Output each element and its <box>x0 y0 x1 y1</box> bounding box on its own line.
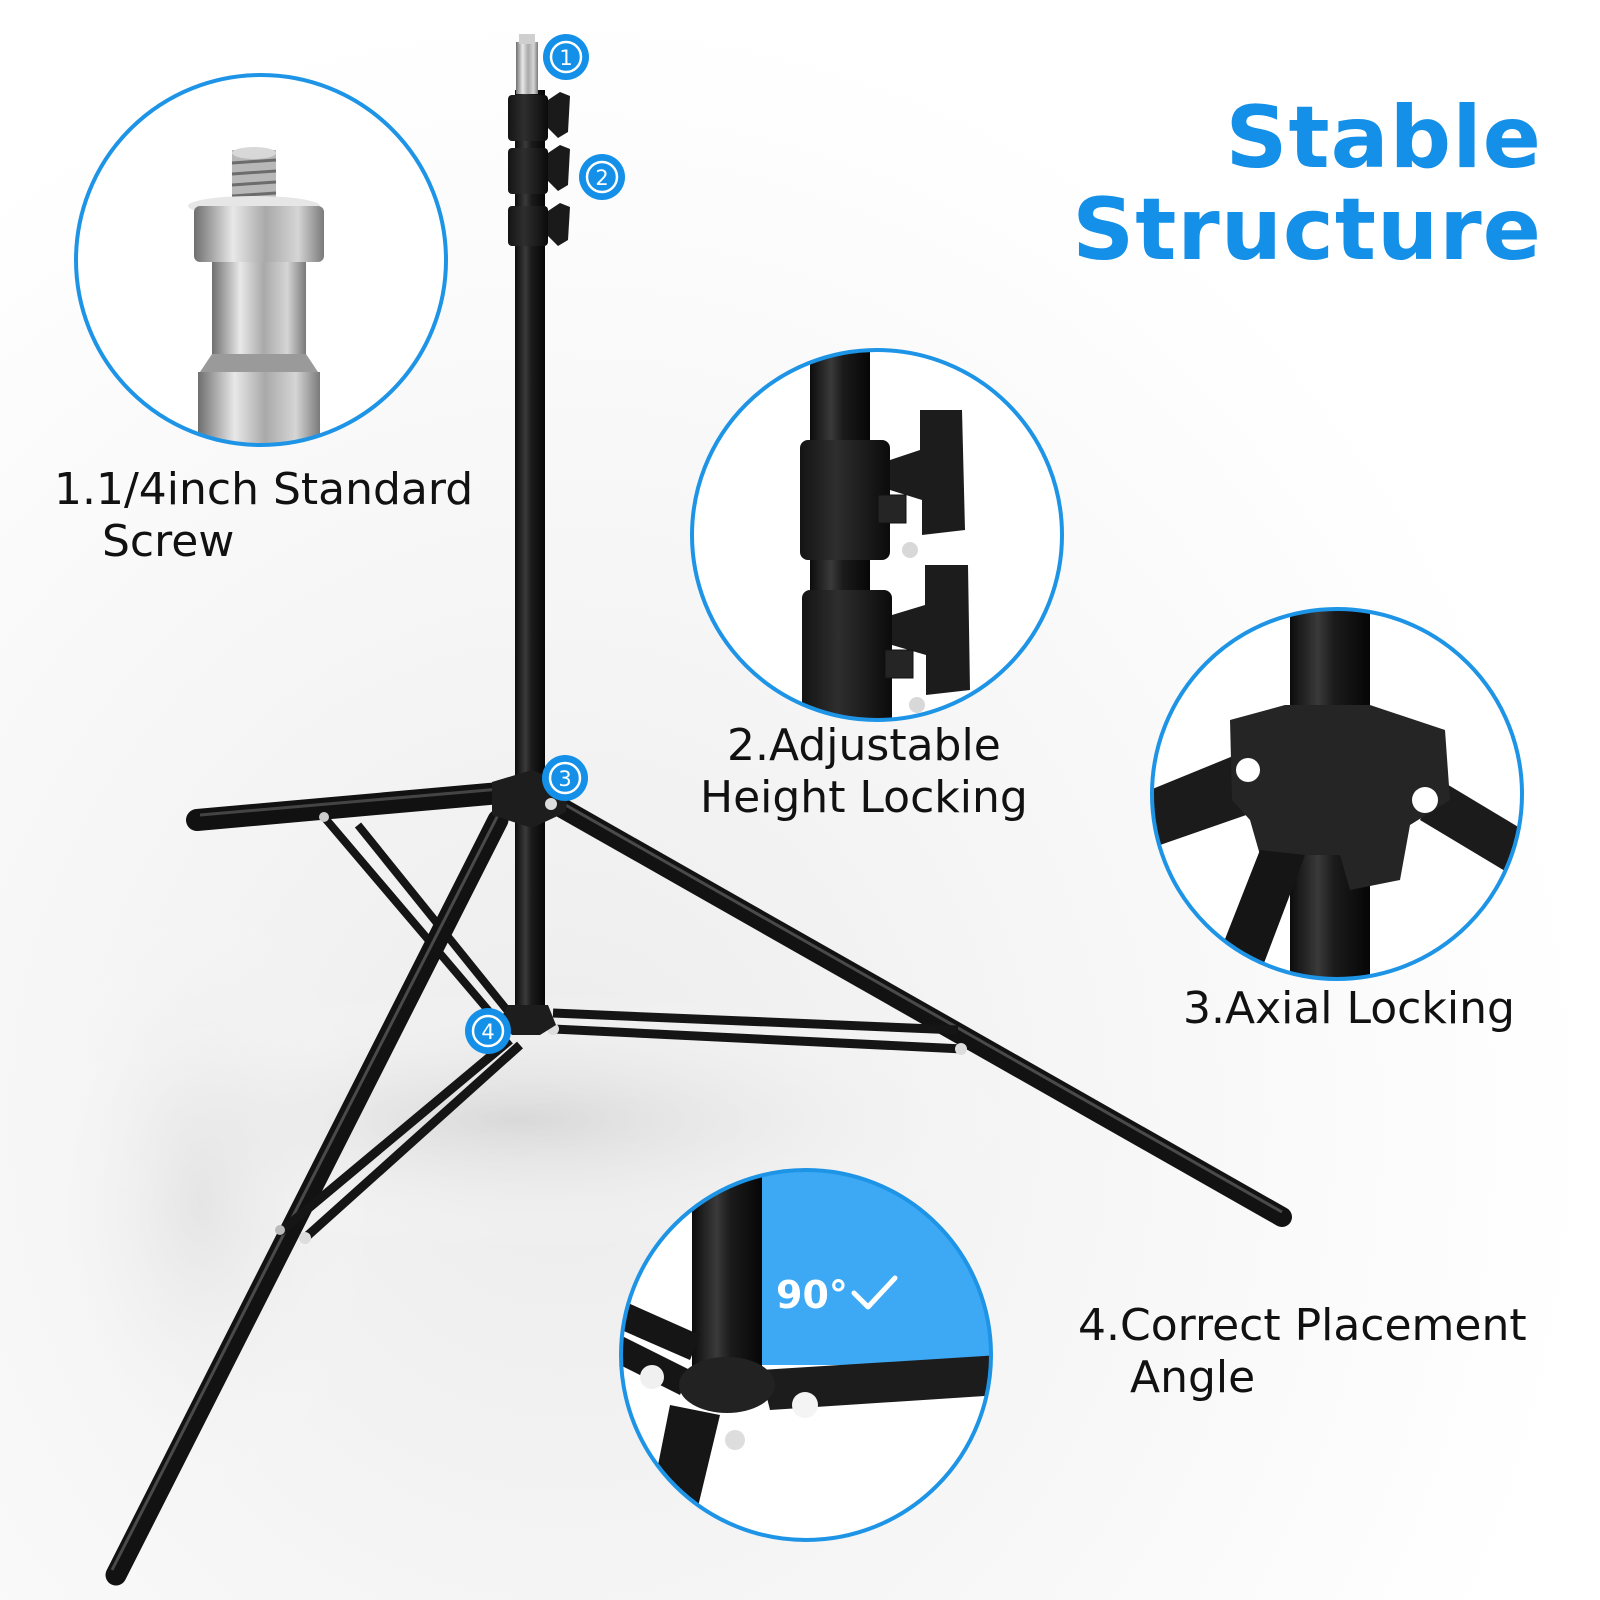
feature-label-line-1: 3.Axial Locking <box>1183 983 1515 1034</box>
svg-text:3: 3 <box>558 767 571 791</box>
height-lock-collars <box>508 92 570 246</box>
detail-circle-height-lock <box>690 348 1064 722</box>
svg-text:4: 4 <box>481 1020 494 1044</box>
detail-circle-screw <box>74 73 448 447</box>
svg-text:2: 2 <box>595 166 608 190</box>
feature-label-placement-angle: 4.Correct Placement Angle <box>1078 1300 1527 1404</box>
angle-text: 90° <box>776 1273 848 1317</box>
feature-label-axial-lock: 3.Axial Locking <box>1183 983 1515 1035</box>
checkmark-icon <box>851 1275 898 1310</box>
badge-4: 4 <box>465 1008 511 1054</box>
feature-label-line-2: Height Locking <box>700 772 1028 823</box>
detail-circle-placement-angle: 90° <box>619 1168 993 1542</box>
feature-label-line-1: 4.Correct Placement <box>1078 1300 1527 1351</box>
badge-1: 1 <box>543 34 589 80</box>
feature-label-height-lock: 2.Adjustable Height Locking <box>700 720 1028 824</box>
feature-label-line-2: Screw <box>102 516 235 567</box>
badge-3: 3 <box>542 755 588 801</box>
feature-label-line-1: 1.1/4inch Standard <box>54 464 474 515</box>
detail-circle-axial-lock <box>1150 607 1524 981</box>
feature-label-line-2: Angle <box>1130 1352 1256 1403</box>
feature-label-line-1: 2.Adjustable <box>727 720 1001 771</box>
headline-line-1: Stable <box>1225 88 1542 188</box>
badge-2: 2 <box>579 154 625 200</box>
headline-line-2: Structure <box>1072 180 1542 280</box>
svg-text:1: 1 <box>559 46 572 70</box>
light-stand <box>105 34 1292 1586</box>
headline: Stable Structure <box>1072 92 1542 276</box>
feature-label-screw: 1.1/4inch Standard Screw <box>54 464 473 568</box>
angle-highlight-fill <box>760 1171 990 1365</box>
